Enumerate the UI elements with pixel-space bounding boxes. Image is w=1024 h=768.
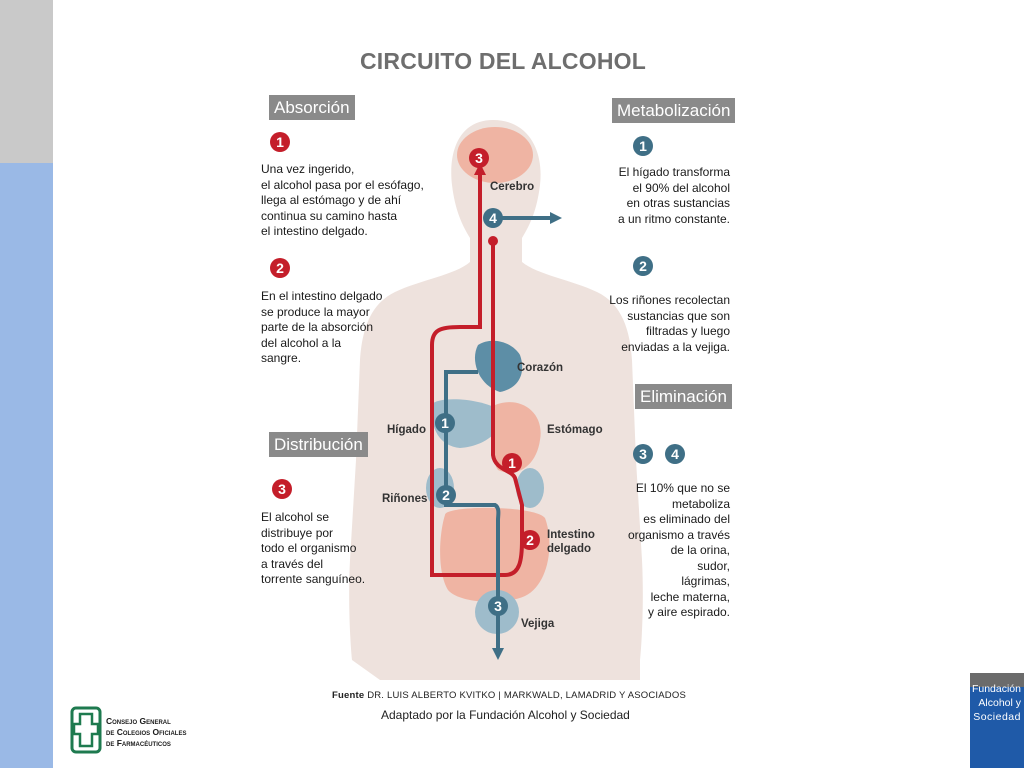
logo-left-line3: de Farmacéuticos xyxy=(106,738,171,748)
step-elim-number-a: 3 xyxy=(633,444,653,464)
logo-right-line1: Fundación xyxy=(971,683,1021,695)
step-dist3-text: El alcohol se distribuye por todo el org… xyxy=(261,510,366,586)
logo-right-line2: Alcohol y xyxy=(978,697,1021,709)
brain-shape xyxy=(457,127,533,183)
adapted-line: Adaptado por la Fundación Alcohol y Soci… xyxy=(381,708,630,722)
step-abs2-text: En el intestino delgado se produce la ma… xyxy=(261,289,383,365)
kidney-right-shape xyxy=(516,468,544,508)
heart-shape xyxy=(474,340,523,392)
step-elim-number-b: 4 xyxy=(665,444,685,464)
organ-label-vejiga: Vejiga xyxy=(521,618,555,630)
source-label: Fuente xyxy=(332,690,365,701)
kidney-blue-marker: 2 xyxy=(436,485,456,505)
step-abs1-text: Una vez ingerido, el alcohol pasa por el… xyxy=(261,162,424,238)
side-blue-bar xyxy=(0,163,53,768)
section-label-eliminacion: Eliminación xyxy=(635,384,732,409)
colegio-logo-icon xyxy=(70,706,102,754)
side-gray-bar xyxy=(0,0,53,163)
logo-left-line1: Consejo General xyxy=(106,716,171,726)
organ-label-rinones: Riñones xyxy=(382,493,428,505)
intestine-red-marker: 2 xyxy=(520,530,540,550)
page-title: CIRCUITO DEL ALCOHOL xyxy=(360,48,646,74)
fundacion-logo-top xyxy=(970,673,1024,687)
step-met2-text: Los riñones recolectan sustancias que so… xyxy=(609,293,730,354)
blue-circuit-path xyxy=(444,370,501,650)
brain-red-marker: 3 xyxy=(469,148,489,168)
source-text: DR. LUIS ALBERTO KVITKO | MARKWALD, LAMA… xyxy=(367,690,686,701)
organ-label-higado: Hígado xyxy=(387,424,426,436)
red-arrowhead-up xyxy=(474,163,486,175)
step-met1-number: 1 xyxy=(633,136,653,156)
step-elim-text: El 10% que no se metaboliza es eliminado… xyxy=(627,481,730,619)
step-met1-text: El hígado transforma el 90% del alcohol … xyxy=(617,165,730,226)
logo-left-line2: de Colegios Oficiales xyxy=(106,727,187,737)
section-label-distribucion: Distribución xyxy=(269,432,368,457)
section-label-metabolizacion: Metabolización xyxy=(612,98,736,123)
step-abs1-number: 1 xyxy=(270,132,290,152)
step-dist3-number: 3 xyxy=(272,479,292,499)
brain-blue-marker: 4 xyxy=(483,208,503,228)
red-circuit-dot xyxy=(488,236,498,246)
source-line: Fuente DR. LUIS ALBERTO KVITKO | MARKWAL… xyxy=(332,690,686,701)
liver-blue-marker: 1 xyxy=(435,413,455,433)
fundacion-logo: Fundación Alcohol y Sociedad xyxy=(970,673,1024,768)
blue-arrowhead-down xyxy=(492,648,504,660)
logo-right-line3: Sociedad xyxy=(973,711,1021,723)
colegio-logo-text: Consejo General de Colegios Oficiales de… xyxy=(106,716,186,749)
bladder-blue-marker: 3 xyxy=(488,596,508,616)
organ-label-estomago: Estómago xyxy=(547,424,603,436)
stomach-red-marker: 1 xyxy=(502,453,522,473)
intestine-shape xyxy=(440,507,550,602)
liver-shape xyxy=(431,399,502,448)
organ-label-corazon: Corazón xyxy=(517,362,563,374)
section-label-absorcion: Absorción xyxy=(269,95,355,120)
step-abs2-number: 2 xyxy=(270,258,290,278)
blue-arrowhead-right xyxy=(550,212,562,224)
organ-label-intestino: Intestino delgado xyxy=(547,529,595,555)
step-met2-number: 2 xyxy=(633,256,653,276)
organ-label-cerebro: Cerebro xyxy=(490,181,535,193)
body-silhouette xyxy=(349,120,643,680)
